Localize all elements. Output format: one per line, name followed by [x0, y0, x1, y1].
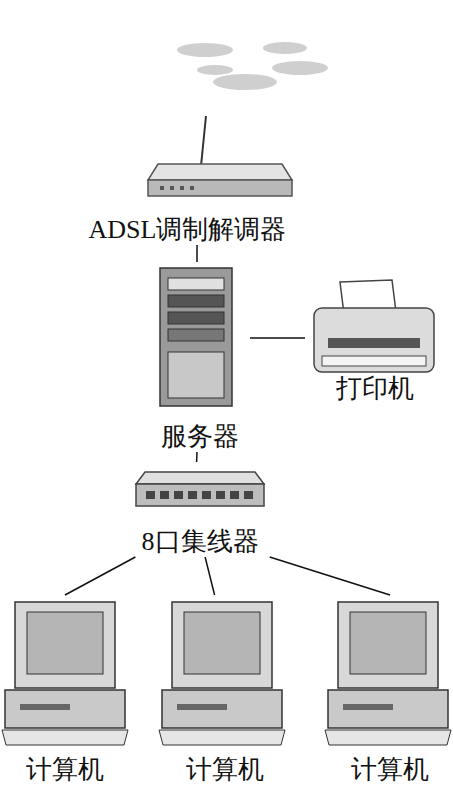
computer-icon [159, 602, 285, 745]
network-cable [196, 245, 198, 262]
computer-icon [325, 602, 451, 745]
network-cable [205, 557, 215, 595]
cloud [177, 42, 328, 90]
device-label: 计算机 [160, 755, 290, 785]
modem-node: ADSL调制解调器 [55, 145, 320, 245]
computer-node: 计算机 [325, 595, 453, 785]
computer-node: 计算机 [160, 595, 290, 785]
network-cable [65, 557, 135, 595]
network-cable [270, 557, 390, 595]
server-icon [160, 268, 232, 406]
network-cable [250, 337, 305, 339]
server-node: 服务器 [150, 262, 250, 452]
printer-node: 打印机 [305, 272, 445, 404]
hub-node: 8口集线器 [115, 462, 285, 557]
computer-node: 计算机 [0, 595, 130, 785]
device-label: 8口集线器 [115, 527, 285, 557]
device-label: 计算机 [0, 755, 130, 785]
hub-icon [136, 472, 264, 506]
device-label: 计算机 [325, 755, 453, 785]
device-label: 服务器 [150, 422, 250, 452]
modem-icon [148, 116, 292, 196]
device-label: 打印机 [305, 374, 445, 404]
network-cable [196, 452, 198, 462]
printer-icon [314, 280, 434, 372]
computer-icon [2, 602, 128, 745]
device-label: ADSL调制解调器 [55, 215, 320, 245]
